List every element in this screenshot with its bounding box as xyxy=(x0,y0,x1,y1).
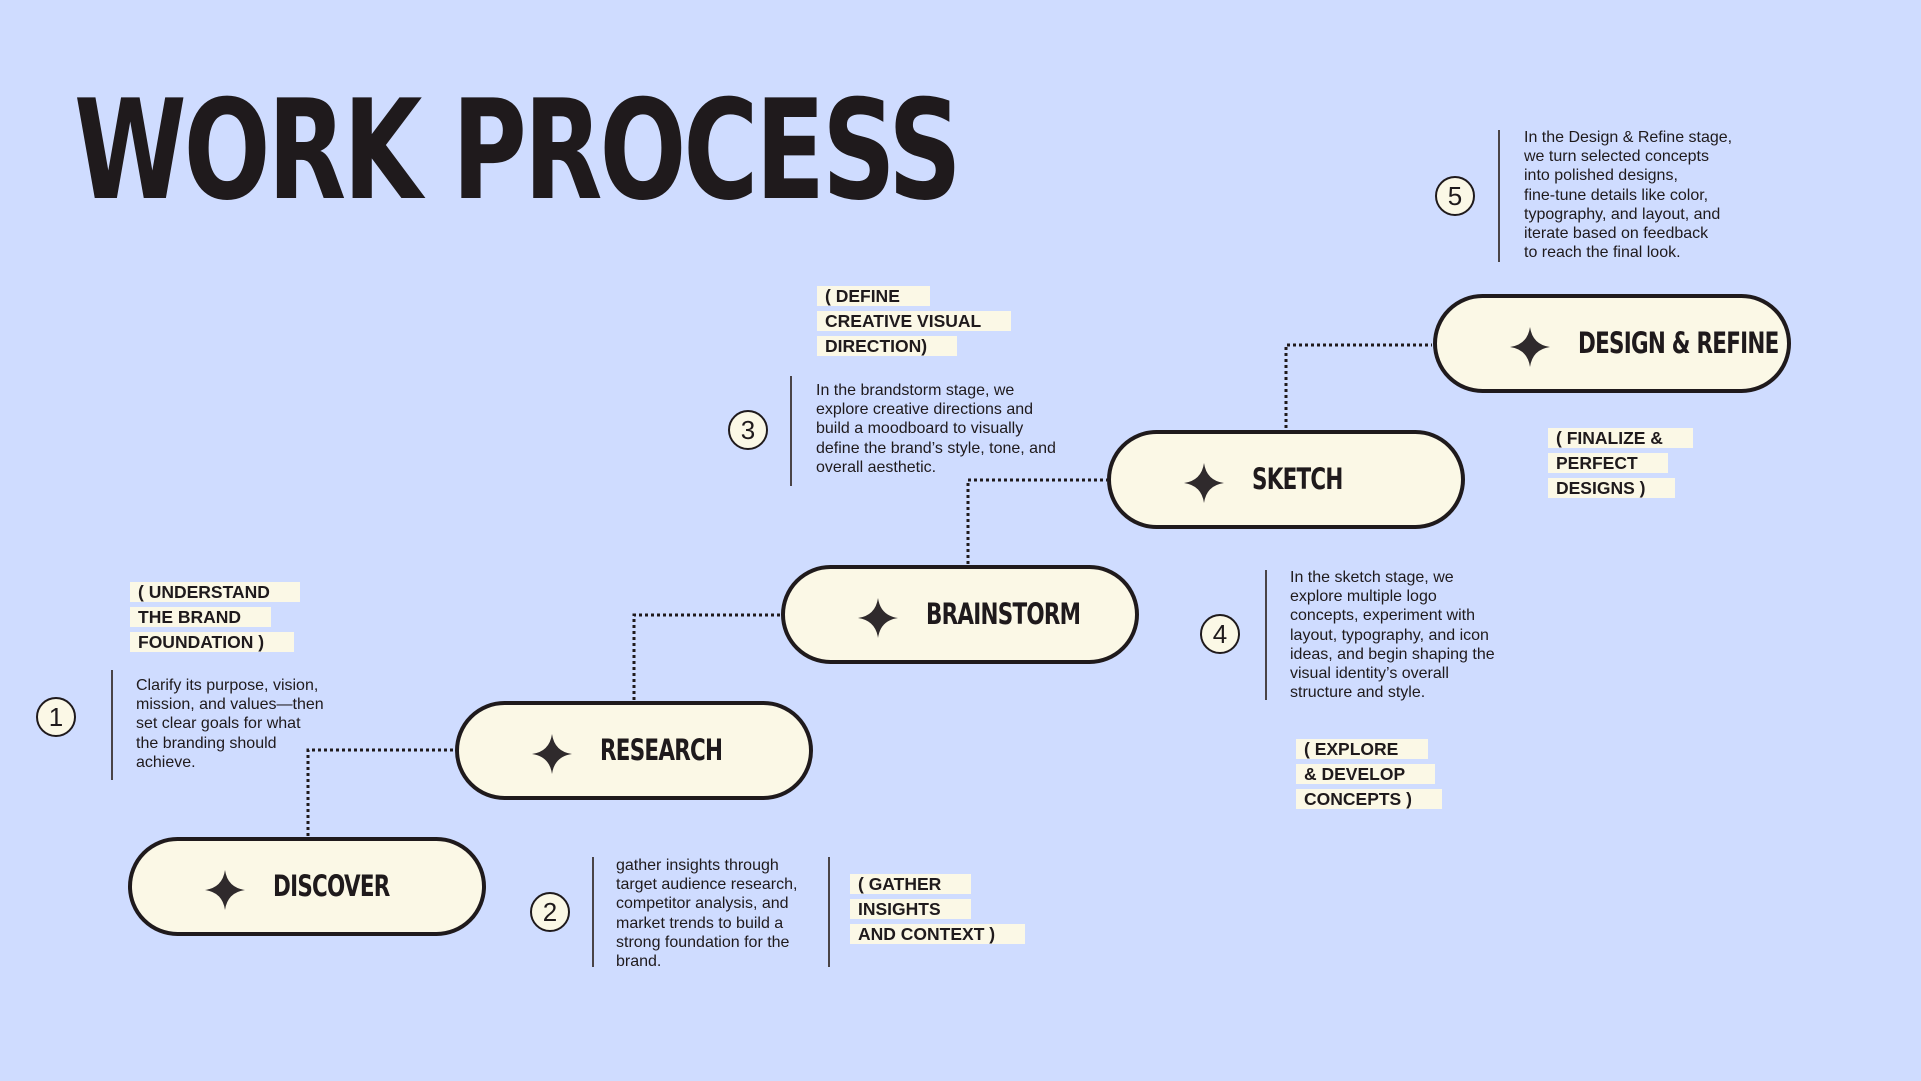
step-4-number-badge: 4 xyxy=(1200,614,1240,654)
divider xyxy=(828,857,830,967)
connector-brainstorm-sketch xyxy=(966,478,1107,564)
four-point-star-icon xyxy=(532,734,572,774)
step-sketch-description: In the sketch stage, we explore multiple… xyxy=(1290,569,1495,702)
step-brainstorm-description: In the brandstorm stage, we explore crea… xyxy=(816,382,1056,476)
step-1-number-badge: 1 xyxy=(36,697,76,737)
step-5-number-badge: 5 xyxy=(1435,176,1475,216)
step-design-refine-description: In the Design & Refine stage, we turn se… xyxy=(1524,129,1733,262)
connector-discover-research xyxy=(306,748,455,836)
connector-sketch-design xyxy=(1284,343,1432,428)
step-research-label: RESEARCH xyxy=(600,733,723,767)
step-design-refine-tag: ( FINALIZE & PERFECT DESIGNS ) xyxy=(1548,428,1693,503)
divider xyxy=(111,670,113,780)
divider xyxy=(1498,130,1500,262)
step-design-refine-pill: DESIGN & REFINE xyxy=(1433,294,1791,393)
step-brainstorm-tag: ( DEFINE CREATIVE VISUAL DIRECTION) xyxy=(817,286,1012,361)
step-design-refine-label: DESIGN & REFINE xyxy=(1578,326,1779,360)
step-research-tag: ( GATHER INSIGHTS AND CONTEXT ) xyxy=(850,874,1026,949)
step-discover-pill: DISCOVER xyxy=(128,837,486,936)
step-sketch-pill: SKETCH xyxy=(1107,430,1465,529)
step-research-description: gather insights through target audience … xyxy=(616,857,798,971)
step-3-number-badge: 3 xyxy=(728,410,768,450)
divider xyxy=(1265,570,1267,700)
four-point-star-icon xyxy=(205,870,245,910)
step-sketch-tag: ( EXPLORE & DEVELOP CONCEPTS ) xyxy=(1296,739,1442,814)
page-title: WORK PROCESS xyxy=(74,70,962,231)
step-discover-description: Clarify its purpose, vision, mission, an… xyxy=(136,677,324,771)
step-research-pill: RESEARCH xyxy=(455,701,813,800)
step-brainstorm-label: BRAINSTORM xyxy=(926,597,1081,631)
step-sketch-label: SKETCH xyxy=(1252,462,1343,496)
divider xyxy=(790,376,792,486)
step-discover-label: DISCOVER xyxy=(273,869,390,903)
four-point-star-icon xyxy=(1184,463,1224,503)
step-brainstorm-pill: BRAINSTORM xyxy=(781,565,1139,664)
step-discover-tag: ( UNDERSTAND THE BRAND FOUNDATION ) xyxy=(130,582,300,657)
four-point-star-icon xyxy=(858,598,898,638)
divider xyxy=(592,857,594,967)
step-2-number-badge: 2 xyxy=(530,892,570,932)
connector-research-brainstorm xyxy=(632,613,780,700)
four-point-star-icon xyxy=(1510,327,1550,367)
